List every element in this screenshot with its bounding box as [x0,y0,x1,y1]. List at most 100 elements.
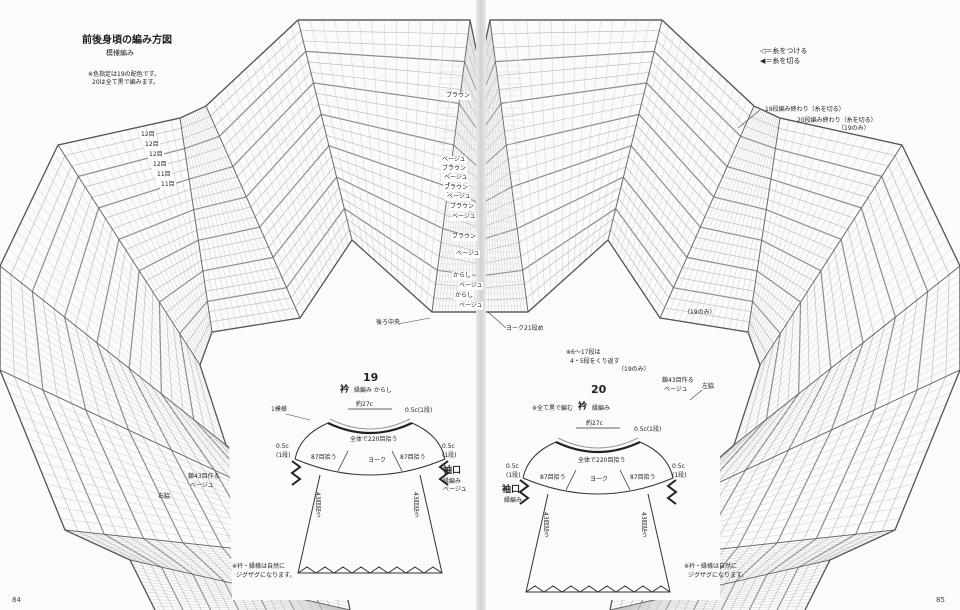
color-band-label: ベージュ [451,213,477,221]
yoke-left-stitch [203,106,294,320]
yoke-left-stitch [0,288,243,460]
yoke-left-stitch [284,32,345,252]
yoke-left-stitch [0,317,264,478]
yoke-left-stitch [202,107,288,321]
yoke-left-stitch [245,69,323,285]
yoke-right-stitch [678,108,760,322]
yoke-right-stitch [710,112,770,327]
fig20-pick-arrow [565,469,577,491]
fig19-collar-desc: 縁編み からし [354,387,392,394]
yoke-left-stitch [232,81,316,296]
yoke-right-stitch [681,340,960,492]
yoke-right-stitch [707,302,960,469]
yoke-left-corner-spoke [57,144,201,366]
yoke-right-stitch [746,205,932,406]
yoke-left-stitch [101,135,205,354]
yoke-left-stitch [408,19,422,292]
color-band-label: ブラウン [445,92,472,100]
fig20-neckline-inner [557,437,639,449]
yoke-left-stitch [334,19,370,256]
yoke-left-corner-spoke [297,19,353,241]
fig19-edge: 0.5c(1段) [405,407,433,414]
fig19-sleeve-label: 袖口 [443,466,462,476]
yoke-left-stitch [190,112,250,327]
yoke-right-stitch [728,115,775,330]
yoke-left-stitch [20,222,217,417]
color-band-label: ブラウン [449,203,476,211]
fig20-collar-label: 衿 [578,402,588,412]
yoke-right-stitch [755,135,859,354]
fig19-pick43-left: 43目拾う [314,492,321,518]
yoke-right-stitch [754,133,850,351]
yoke-left-stitch [403,19,409,287]
yoke-right-stitch [590,19,626,256]
fig19-pick-arrow [391,450,403,472]
yoke-left-stitch [41,179,208,389]
yoke-right-stitch [741,117,779,332]
yoke-left-stitch [181,117,219,332]
row19-only-note: （19のみ） [838,125,870,132]
yoke-right-stitch [538,19,552,292]
color-band-label: ブラウン [441,165,468,173]
yoke-right-stitch [717,288,960,460]
fig19-neck-width: 約27c [356,401,373,408]
yoke-left-stitch [264,50,334,268]
yoke-left-stitch [0,310,258,474]
yoke-right-stitch [485,38,506,313]
yoke-left-stitch [187,114,238,329]
yoke-right-stitch [485,41,502,313]
yoke-right-stitch [735,257,957,440]
fig20-yoke: ヨーク [590,476,609,483]
yoke-right-stitch [757,139,877,358]
yoke-right-stitch [741,231,944,423]
yoke-left-stitch [24,213,216,411]
yoke-left-stitch [258,56,330,274]
yoke-right-stitch [484,47,496,313]
yoke-left-stitch [45,170,206,383]
color-band-label: ベージュ [458,302,484,310]
yoke-right-stitch [551,19,557,287]
yoke-right-stitch [567,19,577,277]
page-title: 前後身頃の編み方図 [82,35,172,46]
yoke-left-stitch [183,116,225,331]
fig20-left-cuff [518,479,530,505]
yoke-right-stitch [609,606,807,610]
yoke-right-stitch [752,127,824,344]
fig20-yoke-outline [522,441,674,479]
yoke-left-stitch [0,280,237,455]
fig19-sleeve-color: ベージュ [443,486,467,493]
yoke-left-stitch [127,129,208,347]
yoke-right-stitch [609,595,813,610]
yoke-right-stitch [514,19,540,302]
yoke-right-stitch [573,19,589,271]
fig19-side-edge-right: 0.5c (1段) [442,443,457,459]
yoke-right-outer-edge [481,19,960,610]
yoke-left-stitch [196,110,269,324]
fig19-pick87-right: 87目拾う [400,454,426,461]
chain-start-color-right: ベージュ [664,386,688,393]
only19-note-1: （19のみ） [684,309,716,316]
fig19-pick87-left: 87目拾う [311,454,337,461]
yoke-left-stitch [8,248,223,434]
fig20-footnote-2: ジグザグになります。 [688,572,748,579]
yoke-right-stitch [584,19,614,261]
yoke-left-stitch [66,142,202,363]
color-band-label: からし [454,292,475,300]
back-center-label: 後ろ中央 [376,319,401,326]
yoke-right-corner-spoke [733,265,960,446]
yoke-left-stitch [464,47,476,313]
yoke-right-stitch [630,56,702,274]
yoke-right-stitch [753,131,842,349]
fig19-pick-arrow [337,450,349,472]
yoke-right-stitch [602,19,650,246]
yoke-right-stitch [752,129,833,347]
page-number-right: 85 [936,596,945,604]
fig20-edge: 0.5c(1段) [634,426,662,433]
fig20-neckline [555,441,641,454]
row-label: 12目 [152,161,168,169]
yoke-left-stitch [194,111,263,325]
fig19-zigzag-hem [297,566,443,574]
yoke-left-stitch [16,231,219,423]
